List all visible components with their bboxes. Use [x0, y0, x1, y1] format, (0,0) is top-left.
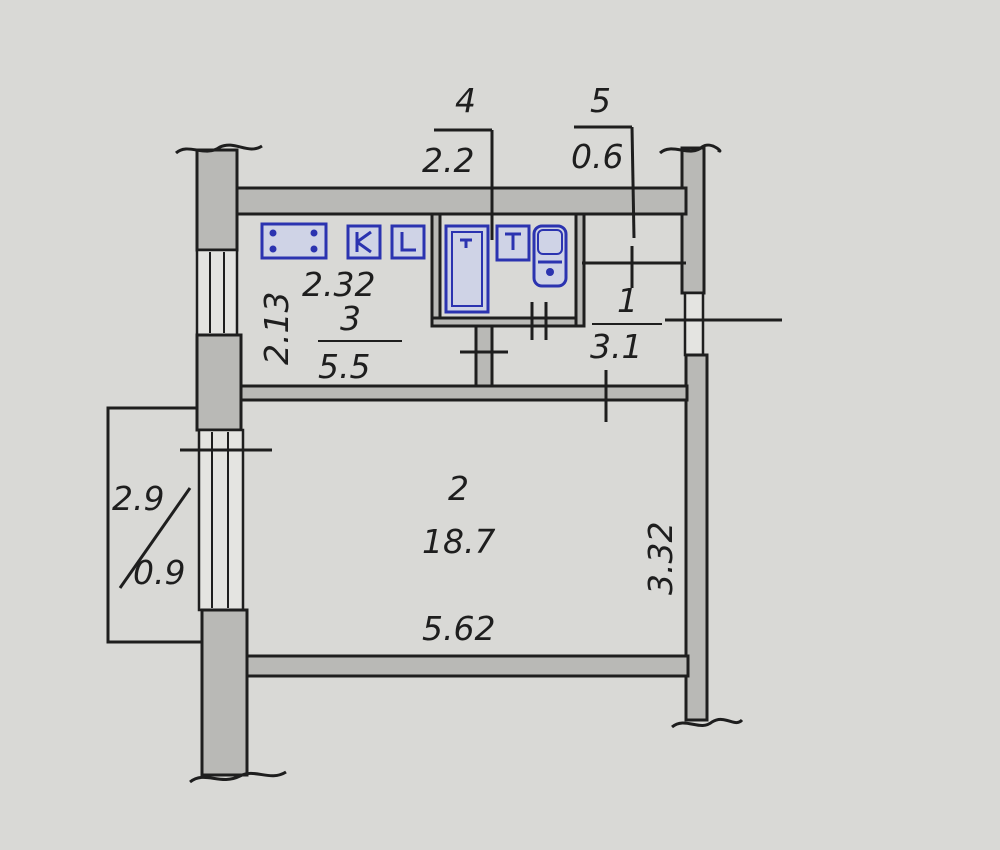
room-2-area: 18.7	[422, 522, 495, 561]
room-1-area: 3.1	[590, 327, 642, 366]
balcony-dimension-top: 2.9	[112, 479, 164, 518]
bathtub-icon	[444, 224, 490, 314]
living-width-dimension: 5.62	[422, 609, 495, 648]
door-marks	[180, 246, 782, 452]
room-3-number: 3	[340, 299, 361, 338]
room-5-area: 0.6	[571, 137, 623, 176]
room-4-area: 2.2	[422, 141, 474, 180]
room-3-area: 5.5	[318, 347, 370, 386]
room-4-callout	[434, 128, 494, 240]
balcony	[106, 406, 202, 644]
room-4-number: 4	[455, 81, 476, 120]
cabinet-icon	[346, 224, 382, 260]
bathroom-partition	[430, 212, 686, 388]
interior-wall	[239, 384, 689, 402]
top-wall	[235, 186, 688, 216]
kitchen-depth-dimension: 2.13	[257, 292, 296, 365]
room-5-callout	[574, 125, 636, 239]
room-1-number: 1	[617, 281, 638, 320]
kitchen-width-dimension: 2.32	[302, 265, 375, 304]
right-wall	[658, 143, 744, 729]
toilet-icon	[532, 224, 568, 288]
sink-icon	[390, 224, 426, 260]
living-depth-dimension: 3.32	[641, 522, 680, 595]
bottom-wall	[245, 654, 690, 678]
left-wall	[174, 143, 287, 784]
stove-icon	[260, 222, 328, 260]
balcony-dimension-bottom: 0.9	[133, 553, 185, 592]
room-2-number: 2	[448, 469, 469, 508]
washbasin-icon	[495, 224, 531, 262]
room-5-number: 5	[590, 81, 611, 120]
